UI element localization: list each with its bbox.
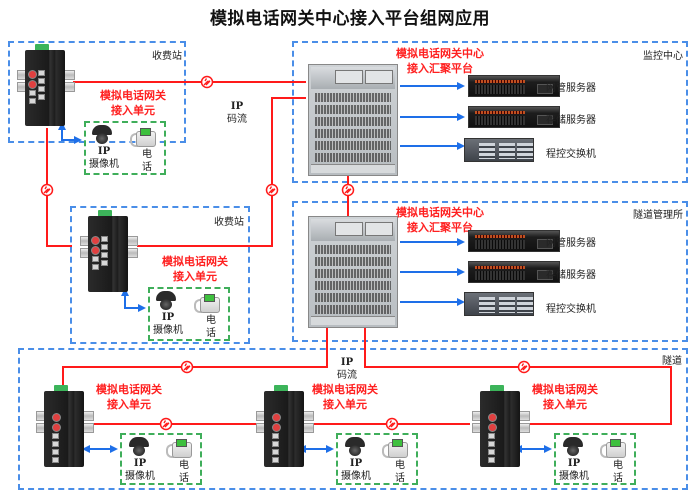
ip-camera-icon[interactable] — [128, 437, 150, 457]
fiber-icon — [517, 360, 531, 374]
gateway-unit-tunnel-1[interactable] — [36, 385, 94, 467]
ip-camera-icon[interactable] — [562, 437, 584, 457]
storage-server-label: 存储服务器 — [546, 115, 596, 126]
zone-label-tunnel-management: 隧道管理所 — [633, 210, 683, 221]
pbx-label: 程控交换机 — [546, 304, 596, 315]
gateway-label-toll-2: 模拟电话网关接入单元 — [162, 255, 228, 283]
phone-icon[interactable] — [130, 127, 156, 147]
zone-monitoring-center — [292, 41, 688, 183]
link-toll1-to-toll2 — [46, 128, 72, 247]
gateway-label-toll-1: 模拟电话网关接入单元 — [100, 89, 166, 117]
pbx-tunnel-mgmt[interactable] — [464, 292, 534, 316]
phone-label: 电话 — [179, 460, 189, 484]
zone-label-toll-station-1: 收费站 — [152, 51, 182, 62]
phone-icon[interactable] — [600, 438, 626, 458]
aggregation-platform-tunnel-mgmt[interactable] — [308, 216, 398, 328]
fiber-icon — [159, 417, 173, 431]
endpoint-group-tunnel-1 — [120, 433, 202, 485]
phone-icon[interactable] — [166, 438, 192, 458]
nms-server-tunnel-mgmt[interactable] — [468, 230, 560, 252]
ip-camera-icon[interactable] — [344, 437, 366, 457]
eth-arrow-toll1 — [61, 125, 82, 144]
gateway-label-tunnel-1: 模拟电话网关接入单元 — [96, 383, 162, 411]
fiber-icon — [265, 183, 279, 197]
link-tunnelmgmt-to-tunnel-left — [62, 326, 328, 388]
fiber-icon — [180, 360, 194, 374]
storage-server-tunnel-mgmt[interactable] — [468, 261, 560, 283]
phone-label: 电话 — [206, 315, 216, 339]
zone-tunnel-management — [292, 201, 688, 342]
phone-icon[interactable] — [194, 293, 220, 313]
zone-label-monitoring-center: 监控中心 — [643, 51, 683, 62]
storage-server-monitoring[interactable] — [468, 106, 560, 128]
endpoint-group-tunnel-2 — [336, 433, 418, 485]
nms-server-monitoring[interactable] — [468, 75, 560, 97]
ip-camera-icon[interactable] — [91, 125, 113, 145]
zone-label-tunnel: 隧道 — [662, 356, 682, 367]
zone-tunnel — [18, 348, 688, 490]
storage-server-label: 存储服务器 — [546, 270, 596, 281]
endpoint-group-toll-1 — [84, 121, 166, 175]
phone-label: 电话 — [613, 460, 623, 484]
gateway-unit-tunnel-2[interactable] — [256, 385, 314, 467]
nms-server-label: 网管服务器 — [546, 83, 596, 94]
aggregation-platform-monitoring[interactable] — [308, 64, 398, 176]
fiber-icon — [385, 417, 399, 431]
phone-icon[interactable] — [382, 438, 408, 458]
fiber-icon — [200, 75, 214, 89]
nms-server-label: 网管服务器 — [546, 238, 596, 249]
page-title: 模拟电话网关中心接入平台组网应用 — [210, 9, 490, 29]
fiber-icon — [341, 183, 355, 197]
link-toll2-to-center — [137, 97, 306, 247]
gateway-label-tunnel-2: 模拟电话网关接入单元 — [312, 383, 378, 411]
platform-label-monitoring: 模拟电话网关中心接入汇聚平台 — [396, 47, 484, 75]
zone-label-toll-station-2: 收费站 — [214, 217, 244, 228]
endpoint-group-tunnel-3 — [554, 433, 636, 485]
gateway-unit-tunnel-3[interactable] — [472, 385, 530, 467]
pbx-monitoring[interactable] — [464, 138, 534, 162]
phone-label: 电话 — [395, 460, 405, 484]
endpoint-group-toll-2 — [148, 287, 230, 341]
phone-label: 电话 — [142, 149, 152, 173]
link-tunnelmgmt-to-tunnel-right — [364, 326, 672, 425]
gateway-label-tunnel-3: 模拟电话网关接入单元 — [532, 383, 598, 411]
platform-label-tunnel-mgmt: 模拟电话网关中心接入汇聚平台 — [396, 206, 484, 234]
zone-toll-station-2 — [70, 206, 250, 344]
gateway-unit-toll-2[interactable] — [80, 210, 138, 292]
eth-arrow-toll2 — [124, 292, 146, 312]
gateway-unit-toll-1[interactable] — [17, 44, 75, 126]
pbx-label: 程控交换机 — [546, 149, 596, 160]
ip-camera-icon[interactable] — [155, 291, 177, 311]
fiber-icon — [40, 183, 54, 197]
